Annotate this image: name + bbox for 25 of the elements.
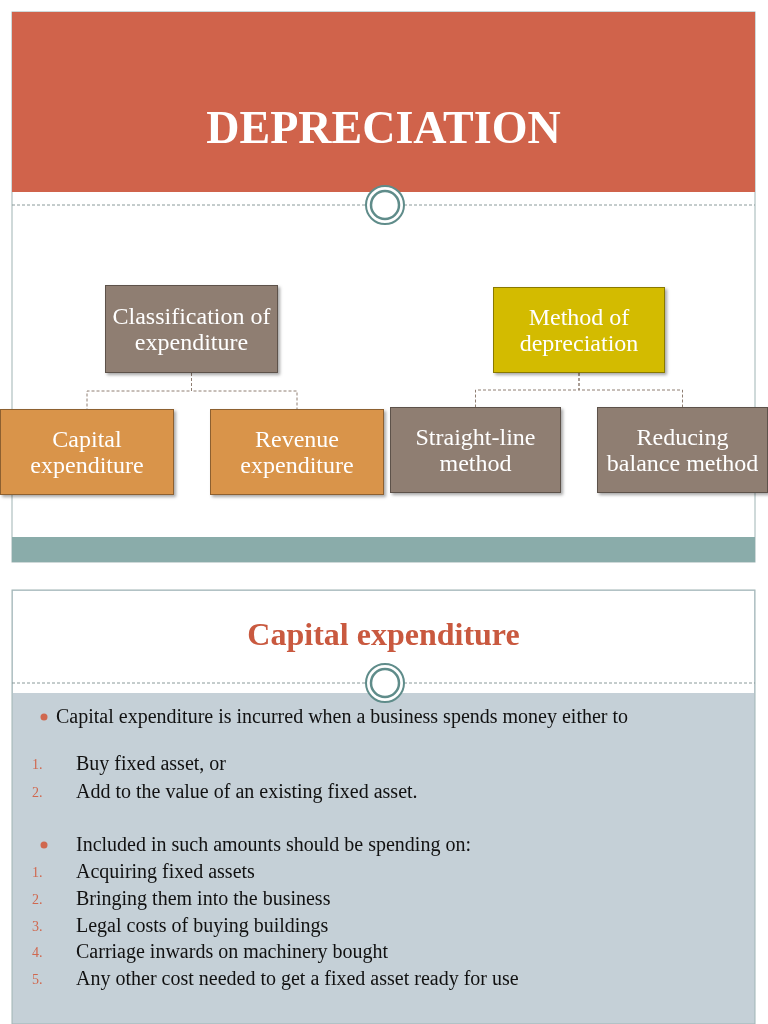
list-item: Included in such amounts should be spending on: [76,833,472,855]
list-item: Any other cost needed to get a fixed asset ready for use [76,967,520,989]
list-item: Bringing them into the business [76,887,332,909]
list-item: Carriage inwards on machinery bought [76,940,390,962]
list-number: 4. [32,945,44,961]
process-box: Straight-line method [390,407,561,493]
process-box: Reducing balance method [597,407,768,493]
slide-heading: Capital expenditure [246,615,521,654]
list-number: 1. [32,757,44,773]
slide-title: DEPRECIATION [205,101,562,155]
list-number: 3. [32,919,44,935]
list-number: 1. [32,865,44,881]
list-number: 5. [32,972,44,988]
process-box: Revenue expenditure [210,409,384,495]
process-box: Method of depreciation [493,287,665,373]
process-box: Classification of expenditure [105,285,278,373]
list-item: Legal costs of buying buildings [76,914,330,936]
list-item: Capital expenditure is incurred when a business spends money either to [56,705,630,727]
list-item: Acquiring fixed assets [76,860,256,882]
process-box: Capital expenditure [0,409,174,495]
list-item: Add to the value of an existing fixed asset. [76,780,419,802]
list-number: 2. [32,785,44,801]
connector-line [578,372,683,408]
list-item: Buy fixed asset, or [76,752,227,774]
list-number: 2. [32,892,44,908]
